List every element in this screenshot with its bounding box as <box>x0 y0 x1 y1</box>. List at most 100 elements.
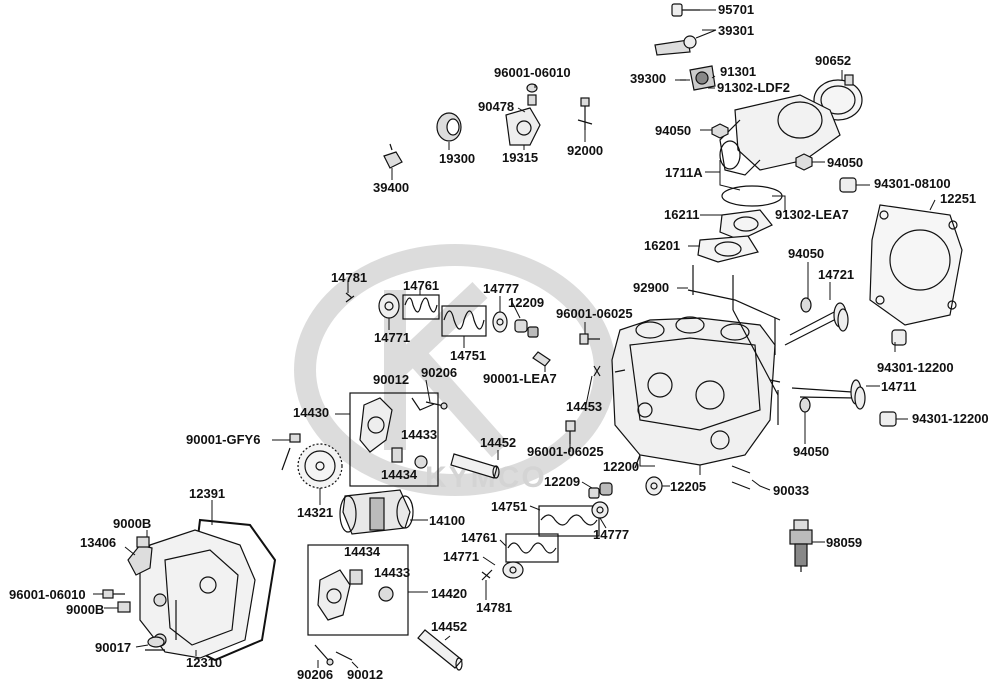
label-94050-b: 94050 <box>827 155 864 170</box>
gasket-16211 <box>719 209 773 241</box>
label-90206-b: 90206 <box>297 667 334 682</box>
label-14777-a: 14777 <box>483 281 520 296</box>
label-14761-a: 14761 <box>403 278 440 293</box>
label-92900: 92900 <box>633 280 670 295</box>
rocker-bracket-14420 <box>307 544 409 636</box>
seal-12209-lower <box>588 482 613 499</box>
label-14433-b: 14433 <box>374 565 411 580</box>
label-12205: 12205 <box>670 479 707 494</box>
label-13406: 13406 <box>80 535 117 550</box>
seat-14777-upper <box>492 311 508 333</box>
retainer-14771-lower <box>502 561 524 579</box>
bolt-95701 <box>671 3 700 17</box>
label-96001-06025-a: 96001-06025 <box>556 306 633 321</box>
seal-12205 <box>645 476 663 496</box>
valve-14711 <box>791 379 866 410</box>
label-91302-ldf2: 91302-LDF2 <box>717 80 790 95</box>
label-94050-c: 94050 <box>788 246 825 261</box>
label-16211: 16211 <box>664 207 700 222</box>
label-12391: 12391 <box>189 486 226 501</box>
label-14771-a: 14771 <box>374 330 411 345</box>
label-91302-lea7: 91302-LEA7 <box>775 207 849 222</box>
label-14453: 14453 <box>566 399 603 414</box>
label-98059: 98059 <box>826 535 863 550</box>
label-14434-a: 14434 <box>381 467 418 482</box>
label-91301: 91301 <box>720 64 757 79</box>
label-94050-d: 94050 <box>793 444 830 459</box>
label-14433-a: 14433 <box>401 427 438 442</box>
bolt-96001-06010-left <box>102 589 125 599</box>
pin-14452-upper <box>450 453 500 479</box>
label-14100: 14100 <box>429 513 466 528</box>
screw-90206-upper <box>425 401 448 410</box>
injector-39300 <box>680 65 716 91</box>
bolt-96001-06025-lower <box>565 420 576 444</box>
spring-14761-upper <box>402 294 440 320</box>
label-14771-b: 14771 <box>443 549 480 564</box>
head-gasket-12251 <box>869 204 963 326</box>
label-39400: 39400 <box>373 180 410 195</box>
intake-manifold-1711a <box>719 94 841 176</box>
label-90478: 90478 <box>478 99 515 114</box>
label-14761-b: 14761 <box>461 530 498 545</box>
keeper-14781-lower <box>481 569 493 581</box>
label-12251: 12251 <box>940 191 977 206</box>
insulator-16201 <box>697 235 759 263</box>
nut-94050-upper <box>711 123 729 139</box>
spring-14761-lower <box>505 533 559 563</box>
label-14420: 14420 <box>431 586 468 601</box>
label-12209-a: 12209 <box>508 295 545 310</box>
bolt-9000b-upper <box>136 536 150 548</box>
dowel-94301-08100 <box>839 177 857 193</box>
screw-90206-lower <box>314 644 334 666</box>
cam-sprocket-14321 <box>297 443 343 489</box>
label-94301-12200-b: 94301-12200 <box>912 411 989 426</box>
label-96001-06025-b: 96001-06025 <box>527 444 604 459</box>
label-94050-a: 94050 <box>655 123 692 138</box>
label-39301: 39301 <box>718 23 755 38</box>
label-19315: 19315 <box>502 150 539 165</box>
cylinder-head-12200 <box>611 316 781 469</box>
label-14711: 14711 <box>881 379 917 394</box>
label-90001-lea7: 90001-LEA7 <box>483 371 557 386</box>
label-90033: 90033 <box>773 483 810 498</box>
nut-94050-right <box>799 297 812 413</box>
label-90012-b: 90012 <box>347 667 384 682</box>
spark-plug-98059 <box>789 519 813 572</box>
label-12200: 12200 <box>603 459 640 474</box>
label-14721: 14721 <box>818 267 855 282</box>
label-96001-06010-top: 96001-06010 <box>494 65 571 80</box>
spring-14751-lower <box>538 505 600 537</box>
label-14777-b: 14777 <box>593 527 630 542</box>
label-90017: 90017 <box>95 640 132 655</box>
label-19300: 19300 <box>439 151 476 166</box>
bolt-9000b-lower <box>117 601 131 613</box>
washer-19300 <box>436 112 462 142</box>
valve-14721 <box>784 302 849 346</box>
label-39300: 39300 <box>630 71 667 86</box>
label-14430: 14430 <box>293 405 330 420</box>
leader-lines <box>93 9 936 669</box>
thermostat-19315 <box>505 94 541 146</box>
label-14751-b: 14751 <box>491 499 528 514</box>
label-1711a: 1711A <box>665 165 703 180</box>
shaft-90012-lower <box>335 651 353 661</box>
nut-94050-mid <box>795 153 813 171</box>
pin-14452-lower <box>417 629 463 671</box>
bolt-92000 <box>577 97 593 130</box>
label-92000: 92000 <box>567 143 604 158</box>
camshaft-14100 <box>339 489 414 535</box>
label-95701: 95701 <box>718 2 755 17</box>
rocker-bracket-14430 <box>349 392 439 487</box>
label-16201: 16201 <box>644 238 681 253</box>
sensor-39400 <box>383 143 403 169</box>
label-90012-a: 90012 <box>373 372 410 387</box>
label-14321: 14321 <box>297 505 334 520</box>
label-14452-b: 14452 <box>431 619 468 634</box>
bolt-96001-06025-upper <box>579 333 600 345</box>
bolt-90001-gfy6 <box>281 433 301 471</box>
label-14452-a: 14452 <box>480 435 517 450</box>
pin-14453 <box>593 365 601 377</box>
label-14781-a: 14781 <box>331 270 368 285</box>
